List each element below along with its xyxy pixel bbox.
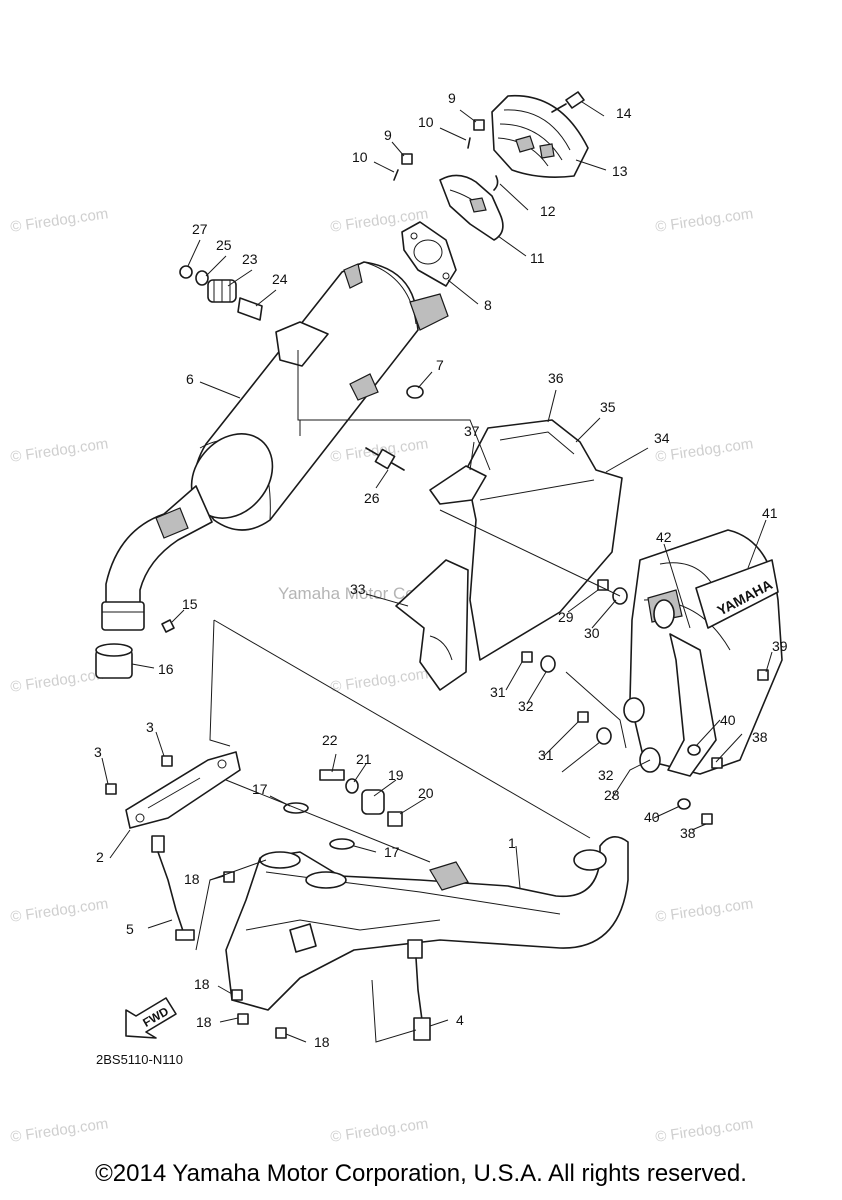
callout-label: 32 (598, 767, 614, 783)
callout-label: 9 (448, 90, 456, 106)
callout-label: 15 (182, 596, 198, 612)
callout-label: 12 (540, 203, 556, 219)
callout-label: 38 (680, 825, 696, 841)
callout-label: 3 (146, 719, 154, 735)
callout-label: 26 (364, 490, 380, 506)
callout-label: 25 (216, 237, 232, 253)
callout-label: 41 (762, 505, 778, 521)
nut-part (237, 1013, 249, 1025)
callout-label: 28 (604, 787, 620, 803)
bolt-part (393, 119, 485, 181)
callout-label: 29 (558, 609, 574, 625)
callout-label: 23 (242, 251, 258, 267)
callout-label: 10 (418, 114, 434, 130)
nut-part (275, 1027, 287, 1039)
callout-label: 36 (548, 370, 564, 386)
callout-label: 39 (772, 638, 788, 654)
nut-part (231, 989, 243, 1001)
header-pipe-part (225, 836, 629, 1011)
callout-label: 22 (322, 732, 338, 748)
bolt-part (551, 91, 585, 113)
gasket-part (401, 221, 457, 287)
callout-label: 18 (194, 976, 210, 992)
nut-part (161, 755, 173, 767)
grommet-part (406, 385, 424, 399)
callout-label: 9 (384, 127, 392, 143)
spring-part (493, 175, 499, 191)
callout-label: 20 (418, 785, 434, 801)
callout-label: 34 (654, 430, 670, 446)
callout-label: 10 (352, 149, 368, 165)
callout-label: 31 (490, 684, 506, 700)
callout-label: 31 (538, 747, 554, 763)
callout-label: 32 (518, 698, 534, 714)
callout-label: 6 (186, 371, 194, 387)
copyright-notice: ©2014 Yamaha Motor Corporation, U.S.A. A… (95, 1160, 747, 1187)
stud-part (365, 447, 405, 471)
fwd-arrow-icon (125, 997, 177, 1039)
callout-label: 27 (192, 221, 208, 237)
callout-label: 3 (94, 744, 102, 760)
callout-label: 18 (196, 1014, 212, 1030)
bracket-part (439, 174, 504, 241)
bolt-part (161, 619, 175, 633)
callout-label: 33 (350, 581, 366, 597)
sensor-part (151, 835, 431, 1041)
callout-label: 18 (184, 871, 200, 887)
callout-label: 17 (384, 844, 400, 860)
mount-parts (179, 265, 263, 321)
callout-label: 7 (436, 357, 444, 373)
callout-label: 14 (616, 105, 632, 121)
heat-shield-part (395, 419, 623, 691)
rear-muffler-part: YAMAHA (623, 529, 783, 777)
callout-label: 16 (158, 661, 174, 677)
callout-label: 40 (720, 712, 736, 728)
callout-label: 18 (314, 1034, 330, 1050)
gasket-part (329, 838, 355, 850)
callout-label: 2 (96, 849, 104, 865)
callout-labels: 9 14 10 9 13 10 12 11 27 25 23 24 8 6 7 … (94, 90, 788, 1050)
callout-label: 21 (356, 751, 372, 767)
callout-label: 30 (584, 625, 600, 641)
callout-label: 4 (456, 1012, 464, 1028)
leader-lines (101, 101, 773, 1043)
nut-part (223, 871, 235, 883)
end-cap-part (491, 94, 589, 178)
flange-part (125, 751, 241, 829)
callout-label: 42 (656, 529, 672, 545)
callout-label: 37 (464, 423, 480, 439)
ring-part (95, 643, 133, 679)
muffler-part (101, 261, 449, 631)
callout-label: 40 (644, 809, 660, 825)
nut-part (105, 783, 117, 795)
callout-label: 19 (388, 767, 404, 783)
diagram-code: 2BS5110-N110 (96, 1052, 183, 1067)
callout-label: 35 (600, 399, 616, 415)
callout-label: 38 (752, 729, 768, 745)
callout-label: 8 (484, 297, 492, 313)
callout-label: 24 (272, 271, 288, 287)
mount-parts (319, 769, 403, 827)
callout-label: 11 (530, 250, 545, 266)
callout-label: 5 (126, 921, 134, 937)
callout-label: 17 (252, 781, 268, 797)
callout-label: 13 (612, 163, 628, 179)
callout-label: 1 (508, 835, 516, 851)
